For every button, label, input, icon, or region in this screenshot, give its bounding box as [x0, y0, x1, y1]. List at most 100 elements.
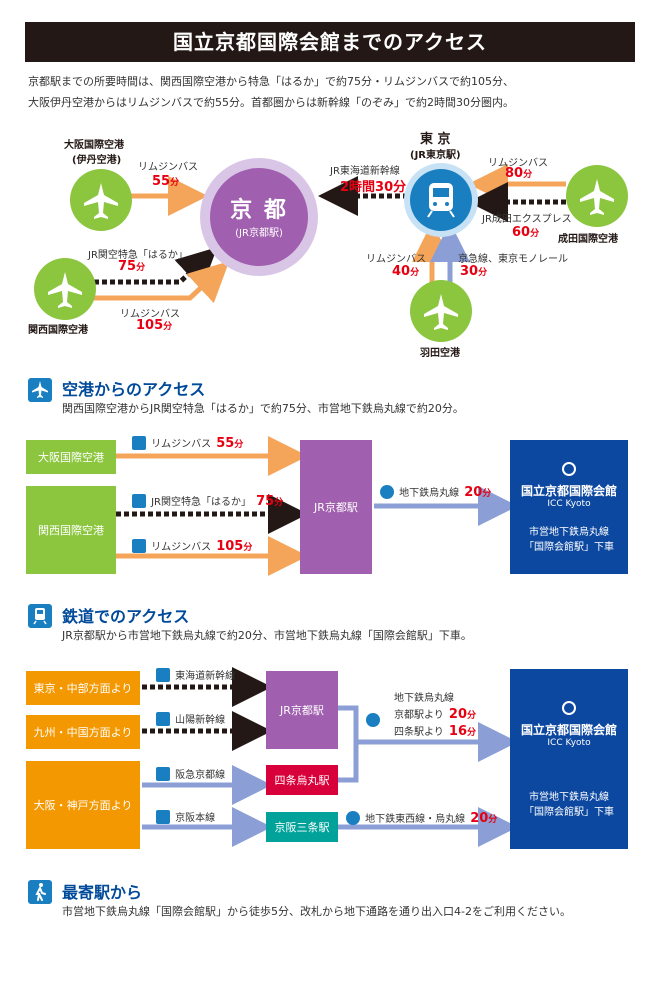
rail-section-title: 鉄道でのアクセス — [62, 607, 190, 626]
subway-icon — [380, 484, 394, 499]
haneda-bus-time: 40分 — [392, 264, 420, 279]
subway-label: 地下鉄烏丸線 20分 — [380, 481, 491, 500]
kansai-name: 関西国際空港 — [28, 325, 88, 336]
haruka-time: 75分 — [256, 494, 284, 509]
icc-box-rail: 国立京都国際会館 ICC Kyoto 市営地下鉄烏丸線 「国際会館駅」下車 — [510, 669, 628, 849]
narita-name: 成田国際空港 — [558, 234, 618, 245]
rail-section-desc: JR京都駅から市営地下鉄烏丸線で約20分、市営地下鉄烏丸線「国際会館駅」下車。 — [62, 629, 472, 642]
intro-text: 京都駅までの所要時間は、関西国際空港から特急「はるか」で約75分・リムジンバスで… — [28, 71, 638, 113]
karasuma-from-kyoto: 京都駅より 20分 — [394, 707, 477, 722]
icc-en: ICC Kyoto — [547, 737, 591, 748]
haneda-bus-route: リムジンバス — [366, 254, 426, 265]
kyoto-name: 京 都 — [230, 198, 288, 223]
kansai-box: 関西国際空港 — [26, 486, 116, 574]
haneda-airport-circle — [410, 280, 472, 342]
narita-airport-circle — [566, 165, 628, 227]
narita-bus-route: リムジンバス — [488, 158, 548, 169]
icc-line1: 市営地下鉄烏丸線 — [529, 791, 609, 803]
tokyo-name: 東 京 — [420, 132, 451, 147]
kyoto-circle: 京 都 (JR京都駅) — [210, 168, 308, 266]
icc-logo-icon — [562, 461, 576, 476]
subway-icon — [346, 810, 360, 825]
airplane-section-icon — [28, 378, 52, 402]
walk-section-title: 最寄駅から — [62, 883, 143, 902]
kyoto-station-box-rail: JR京都駅 — [266, 671, 338, 749]
kansai-bus-route: リムジンバス — [120, 309, 180, 320]
intro-line-1: 京都駅までの所要時間は、関西国際空港から特急「はるか」で約75分・リムジンバスで… — [28, 75, 514, 88]
icc-line1: 市営地下鉄烏丸線 — [529, 526, 609, 538]
shinkansen-route: JR東海道新幹線 — [330, 166, 400, 177]
airplane-icon — [580, 179, 614, 215]
sanjo-box: 京阪三条駅 — [266, 812, 338, 842]
itami-bus-label: リムジンバス 55分 — [132, 432, 243, 451]
icc-line2: 「国際会館駅」下車 — [524, 541, 614, 553]
shinkansen-time: 2時間30分 — [340, 180, 407, 195]
access-map-diagram — [94, 164, 566, 304]
icc-en: ICC Kyoto — [547, 498, 591, 509]
bus-icon — [132, 538, 146, 553]
bus-icon — [132, 435, 146, 450]
kansai-bus-time: 105分 — [216, 539, 253, 554]
icc-name: 国立京都国際会館 — [520, 483, 617, 498]
tozai-label: 地下鉄東西線・烏丸線 20分 — [346, 807, 497, 826]
kyushu-box: 九州・中国方面より — [26, 715, 140, 749]
kansai-bus-time: 105分 — [136, 318, 173, 333]
itami-sub: (伊丹空港) — [72, 155, 122, 166]
airplane-icon — [48, 272, 82, 308]
train-section-icon — [28, 604, 52, 628]
icc-line2: 「国際会館駅」下車 — [524, 806, 614, 818]
kansai-bus-arrow — [94, 261, 230, 304]
haneda-train-route: 京急線、東京モノレール — [458, 254, 568, 265]
airport-section-desc: 関西国際空港からJR関空特急「はるか」で約75分、市営地下鉄烏丸線で約20分。 — [62, 402, 464, 415]
airplane-icon — [424, 294, 458, 330]
karasuma-from-shijo: 四条駅より 16分 — [394, 724, 477, 739]
itami-box: 大阪国際空港 — [26, 440, 116, 474]
osaka-box: 大阪・神戸方面より — [26, 761, 140, 849]
kansai-airport-circle — [34, 258, 96, 320]
kansai-train-route: JR関空特急「はるか」 — [88, 250, 188, 261]
haruka-label: JR関空特急「はるか」 75分 — [132, 490, 283, 509]
train-icon — [132, 493, 146, 508]
icc-name: 国立京都国際会館 — [520, 722, 617, 737]
hankyu-label: 阪急京都線 — [156, 763, 225, 782]
itami-name: 大阪国際空港 — [64, 140, 124, 151]
icc-box: 国立京都国際会館 ICC Kyoto 市営地下鉄烏丸線 「国際会館駅」下車 — [510, 440, 628, 574]
airport-section-title: 空港からのアクセス — [62, 380, 206, 399]
tozai-time: 20分 — [470, 811, 498, 826]
tokaido-label: 東海道新幹線 — [156, 664, 235, 683]
kansai-train-time: 75分 — [118, 259, 146, 274]
narita-train-time: 60分 — [512, 225, 540, 240]
walk-section-desc: 市営地下鉄烏丸線「国際会館駅」から徒歩5分、改札から地下通路を通り出入口4-2を… — [62, 905, 571, 918]
karasuma-subway-icon — [366, 712, 380, 731]
narita-bus-time: 80分 — [505, 166, 533, 181]
shijo-box: 四条烏丸駅 — [266, 765, 338, 795]
kansai-bus-label: リムジンバス 105分 — [132, 535, 252, 554]
haneda-train-time: 30分 — [460, 264, 488, 279]
itami-time: 55分 — [152, 174, 180, 189]
train-icon — [156, 766, 170, 781]
train-icon — [156, 667, 170, 682]
tokyo-box: 東京・中部方面より — [26, 671, 140, 705]
tokyo-sub: (JR東京駅) — [410, 150, 461, 161]
airplane-icon — [84, 183, 118, 219]
itami-route: リムジンバス — [138, 162, 198, 173]
narita-train-route: JR成田エクスプレス — [482, 214, 572, 225]
train-icon — [156, 809, 170, 824]
itami-bus-time: 55分 — [216, 436, 244, 451]
tokyo-circle — [410, 169, 472, 231]
itami-airport-circle — [70, 169, 132, 231]
page-title: 国立京都国際会館までのアクセス — [25, 22, 635, 62]
walking-person-icon — [28, 880, 52, 904]
haneda-name: 羽田空港 — [420, 348, 460, 359]
train-icon — [156, 711, 170, 726]
sanyo-label: 山陽新幹線 — [156, 708, 225, 727]
keihan-label: 京阪本線 — [156, 806, 215, 825]
kyoto-station-box: JR京都駅 — [300, 440, 372, 574]
subway-time: 20分 — [464, 485, 492, 500]
icc-logo-icon — [562, 700, 576, 715]
train-icon — [427, 183, 455, 218]
intro-line-2: 大阪伊丹空港からはリムジンバスで約55分。首都圏からは新幹線「のぞみ」で約2時間… — [28, 96, 514, 109]
karasuma-route: 地下鉄烏丸線 — [394, 693, 454, 704]
kyoto-sub: (JR京都駅) — [235, 228, 283, 239]
